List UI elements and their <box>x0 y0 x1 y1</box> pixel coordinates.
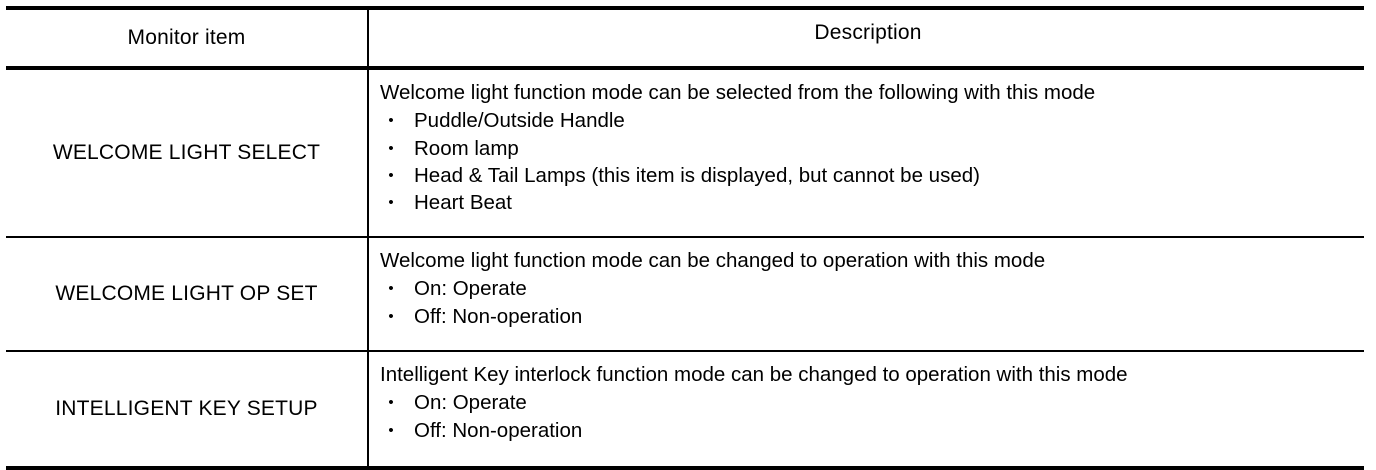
description-lead-text: Welcome light function mode can be chang… <box>380 249 1046 272</box>
column-header-description: Description <box>368 6 1364 70</box>
list-item: • Heart Beat <box>380 189 1356 216</box>
bullet-icon: • <box>388 421 394 439</box>
monitor-item-cell: WELCOME LIGHT OP SET <box>6 237 369 352</box>
description-lead-text: Welcome light function mode can be selec… <box>380 81 1096 104</box>
bullet-icon: • <box>388 194 394 211</box>
description-cell: Welcome light function mode can be chang… <box>368 237 1364 352</box>
table-row: WELCOME LIGHT SELECT Welcome light funct… <box>6 68 1364 238</box>
list-item: • Off: Non-operation <box>380 417 1356 444</box>
list-item: • Puddle/Outside Handle <box>380 107 1356 134</box>
bullet-icon: • <box>388 166 394 184</box>
bullet-icon: • <box>388 394 394 412</box>
bullet-icon: • <box>388 307 394 325</box>
table-header-row: Monitor item Description <box>6 6 1364 70</box>
table-row: INTELLIGENT KEY SETUP Intelligent Key in… <box>6 351 1364 470</box>
list-item: • Room lamp <box>380 135 1356 162</box>
table-body: WELCOME LIGHT SELECT Welcome light funct… <box>6 68 1364 470</box>
list-item: • Off: Non-operation <box>380 303 1356 330</box>
monitor-item-table-container: Monitor item Description WELCOME LIGHT S… <box>0 6 1376 470</box>
list-item: • On: Operate <box>380 389 1356 416</box>
list-item: • On: Operate <box>380 275 1356 302</box>
table-header: Monitor item Description <box>6 6 1364 70</box>
column-header-monitor-item: Monitor item <box>6 6 369 70</box>
description-bullet-list: • Puddle/Outside Handle • Room lamp • He… <box>380 107 1356 216</box>
bullet-icon: • <box>388 280 394 298</box>
description-bullet-list: • On: Operate • Off: Non-operation <box>380 275 1356 330</box>
description-cell: Intelligent Key interlock function mode … <box>368 351 1364 470</box>
monitor-item-table: Monitor item Description WELCOME LIGHT S… <box>6 6 1364 470</box>
list-item-label: Off: Non-operation <box>414 304 583 328</box>
list-item-label: Off: Non-operation <box>414 418 583 442</box>
list-item-label: Room lamp <box>414 136 519 160</box>
monitor-item-cell: INTELLIGENT KEY SETUP <box>6 351 369 470</box>
bullet-icon: • <box>388 112 394 130</box>
description-lead-text: Intelligent Key interlock function mode … <box>380 363 1128 386</box>
list-item-label: On: Operate <box>414 277 527 301</box>
list-item-label: On: Operate <box>414 391 527 415</box>
bullet-icon: • <box>388 139 394 157</box>
list-item: • Head & Tail Lamps (this item is displa… <box>380 162 1356 189</box>
description-cell: Welcome light function mode can be selec… <box>368 68 1364 238</box>
list-item-label: Heart Beat <box>414 191 512 214</box>
table-row: WELCOME LIGHT OP SET Welcome light funct… <box>6 237 1364 352</box>
list-item-label: Head & Tail Lamps (this item is displaye… <box>414 163 980 187</box>
list-item-label: Puddle/Outside Handle <box>414 109 625 133</box>
description-bullet-list: • On: Operate • Off: Non-operation <box>380 389 1356 444</box>
monitor-item-cell: WELCOME LIGHT SELECT <box>6 68 369 238</box>
